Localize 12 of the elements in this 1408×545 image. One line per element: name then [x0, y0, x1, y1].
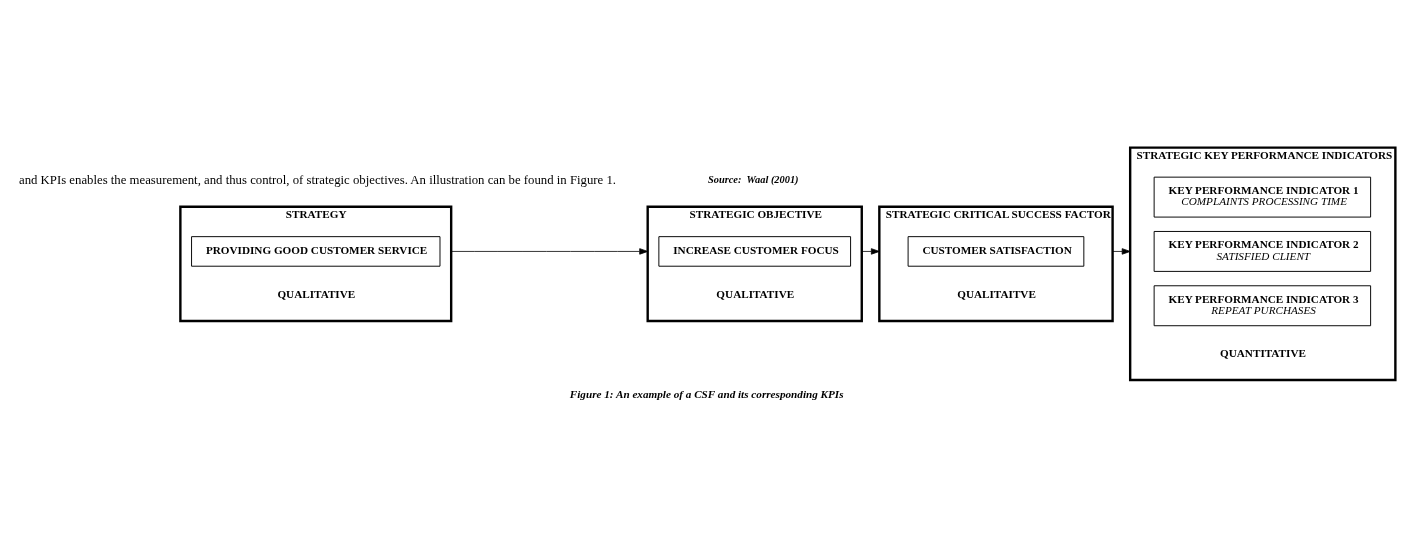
- caption: Figure 1: An example of a CSF and its corresponding KPIs: [569, 387, 844, 400]
- node-box: KEY PERFORMANCE INDICATOR 1 COMPLAINTS PROCESSING TIME: [1153, 176, 1372, 218]
- node-box: KEY PERFORMANCE INDICATOR 3 REPEAT PURCHASES: [1153, 284, 1372, 326]
- label: and KPIs enables the measurement, and thus control, of strategic objectives. An illustration can be found in Figure 1.: [19, 172, 617, 187]
- label: Source: Waal (2001): [707, 173, 799, 185]
- node-box: CUSTOMER SATISFACTION: [907, 235, 1085, 267]
- node-box: PROVIDING GOOD CUSTOMER SERVICE: [191, 235, 441, 267]
- arrow: [861, 247, 880, 255]
- arrow: [1112, 247, 1131, 255]
- node-box: KEY PERFORMANCE INDICATOR 2 SATISFIED CLIENT: [1153, 230, 1372, 272]
- arrow: [450, 247, 649, 255]
- node-box: INCREASE CUSTOMER FOCUS: [658, 235, 852, 267]
